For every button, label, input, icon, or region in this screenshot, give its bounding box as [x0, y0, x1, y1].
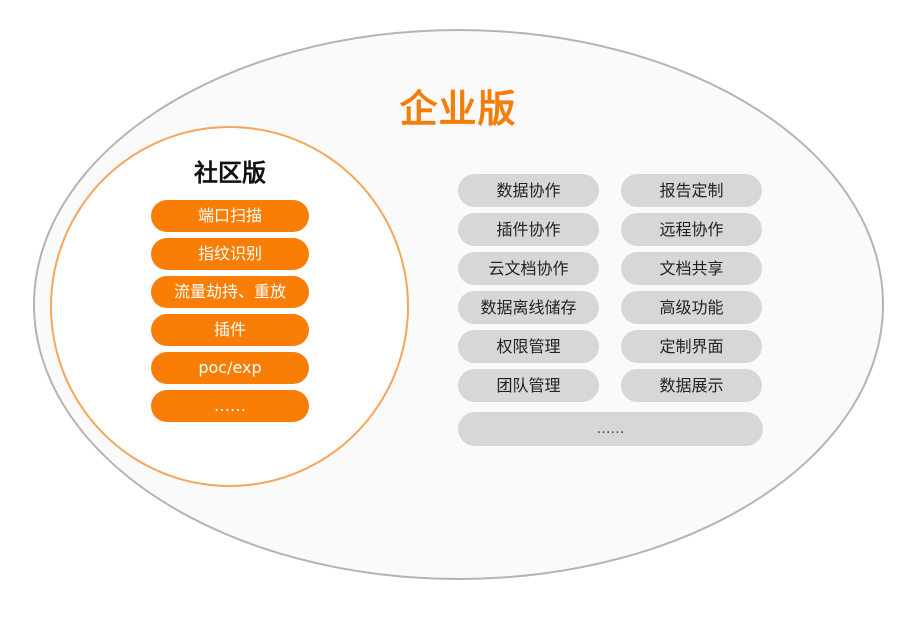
enterprise-feature-team-management: 团队管理: [458, 369, 599, 402]
enterprise-feature-more: ……: [458, 412, 763, 446]
enterprise-feature-data-collab: 数据协作: [458, 174, 599, 207]
community-feature-poc-exp: poc/exp: [151, 352, 309, 384]
community-feature-port-scan: 端口扫描: [151, 200, 309, 232]
enterprise-feature-doc-sharing: 文档共享: [621, 252, 762, 285]
enterprise-feature-data-display: 数据展示: [621, 369, 762, 402]
community-feature-list: 端口扫描 指纹识别 流量劫持、重放 插件 poc/exp ……: [151, 200, 309, 428]
enterprise-feature-grid: 数据协作 报告定制 插件协作 远程协作 云文档协作 文档共享 数据离线储存 高级…: [458, 174, 763, 402]
community-feature-more: ……: [151, 390, 309, 422]
enterprise-feature-cloud-doc-collab: 云文档协作: [458, 252, 599, 285]
enterprise-feature-report-custom: 报告定制: [621, 174, 762, 207]
enterprise-feature-remote-collab: 远程协作: [621, 213, 762, 246]
enterprise-feature-permissions: 权限管理: [458, 330, 599, 363]
enterprise-feature-custom-ui: 定制界面: [621, 330, 762, 363]
community-feature-plugins: 插件: [151, 314, 309, 346]
enterprise-feature-offline-storage: 数据离线储存: [458, 291, 599, 324]
community-feature-fingerprint: 指纹识别: [151, 238, 309, 270]
enterprise-feature-advanced: 高级功能: [621, 291, 762, 324]
enterprise-feature-plugin-collab: 插件协作: [458, 213, 599, 246]
enterprise-edition-title: 企业版: [399, 87, 517, 131]
community-feature-traffic-hijack-replay: 流量劫持、重放: [151, 276, 309, 308]
community-edition-title: 社区版: [194, 159, 266, 187]
